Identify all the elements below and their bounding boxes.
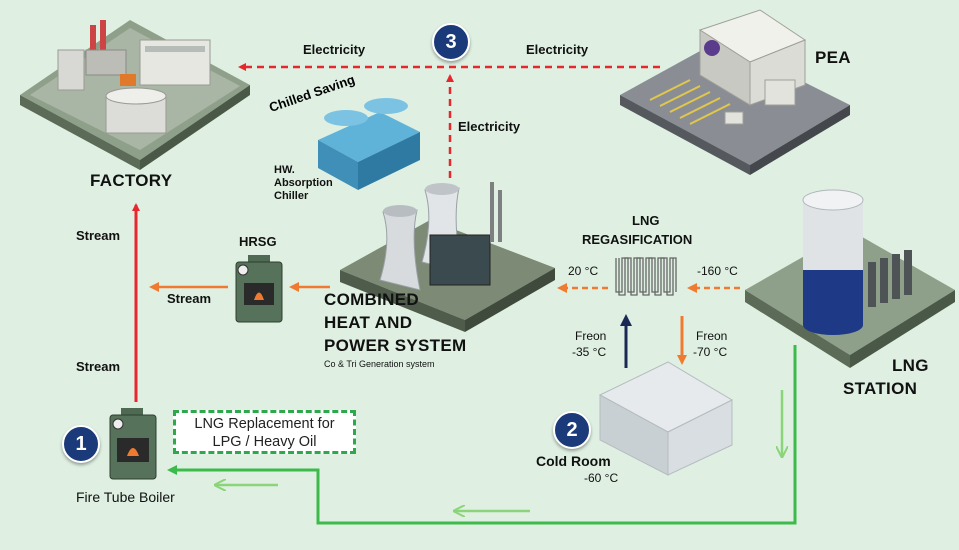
electricity-label-left: Electricity — [303, 42, 366, 57]
fire-tube-boiler-illustration — [109, 408, 157, 480]
cold-room-box — [598, 361, 734, 476]
electricity-label-right: Electricity — [526, 42, 589, 57]
pea-illustration — [620, 9, 850, 175]
lng-replacement-box: LNG Replacement for LPG / Heavy Oil — [173, 410, 356, 454]
factory-illustration — [20, 20, 250, 170]
chp-sublabel: Co & Tri Generation system — [324, 359, 435, 369]
freon-up-label: Freon — [575, 329, 607, 343]
chiller-line-1: HW. — [274, 164, 295, 176]
factory-label: FACTORY — [90, 171, 173, 190]
step-badge-1: 1 — [62, 425, 100, 463]
electricity-label-up: Electricity — [458, 119, 521, 134]
lng-replacement-line1: LNG Replacement for — [194, 416, 335, 432]
freon-down-label: Freon — [696, 329, 728, 343]
lng-station-illustration — [745, 189, 955, 368]
chp-label-line2: HEAT AND — [324, 313, 413, 332]
regasification-coil — [615, 257, 677, 296]
stream-label-hrsg: Stream — [167, 291, 212, 306]
temp-in-label: -160 °C — [697, 264, 738, 278]
lng-flow-direction-arrows — [216, 390, 782, 511]
cold-room-label: Cold Room — [536, 453, 611, 469]
freon-up-temp: -35 °C — [572, 345, 607, 359]
chp-label-line1: COMBINED — [324, 290, 419, 309]
pea-label: PEA — [815, 48, 851, 67]
electricity-flows — [238, 63, 660, 178]
hrsg-label: HRSG — [239, 234, 277, 249]
absorption-chiller-illustration — [318, 98, 420, 190]
chiller-line-3: Chiller — [274, 190, 309, 202]
fire-tube-boiler-label: Fire Tube Boiler — [76, 489, 175, 505]
step-badge-3: 3 — [432, 23, 470, 61]
stream-label-top: Stream — [76, 228, 121, 243]
lng-station-label-line2: STATION — [843, 379, 918, 398]
temp-out-label: 20 °C — [568, 264, 599, 278]
chp-illustration — [340, 182, 555, 332]
cold-room-temp: -60 °C — [584, 471, 619, 485]
step-badge-2: 2 — [553, 411, 591, 449]
chp-label-line3: POWER SYSTEM — [324, 336, 467, 355]
regas-label-line2: REGASIFICATION — [582, 232, 693, 247]
chiller-line-2: Absorption — [274, 177, 333, 189]
lng-replacement-line2: LPG / Heavy Oil — [212, 434, 317, 450]
freon-down-temp: -70 °C — [693, 345, 728, 359]
stream-label-bottom: Stream — [76, 359, 121, 374]
lng-station-label-line1: LNG — [892, 356, 929, 375]
lng-pipeline — [167, 345, 797, 525]
regas-label-line1: LNG — [632, 213, 660, 228]
hrsg-illustration — [235, 255, 283, 323]
